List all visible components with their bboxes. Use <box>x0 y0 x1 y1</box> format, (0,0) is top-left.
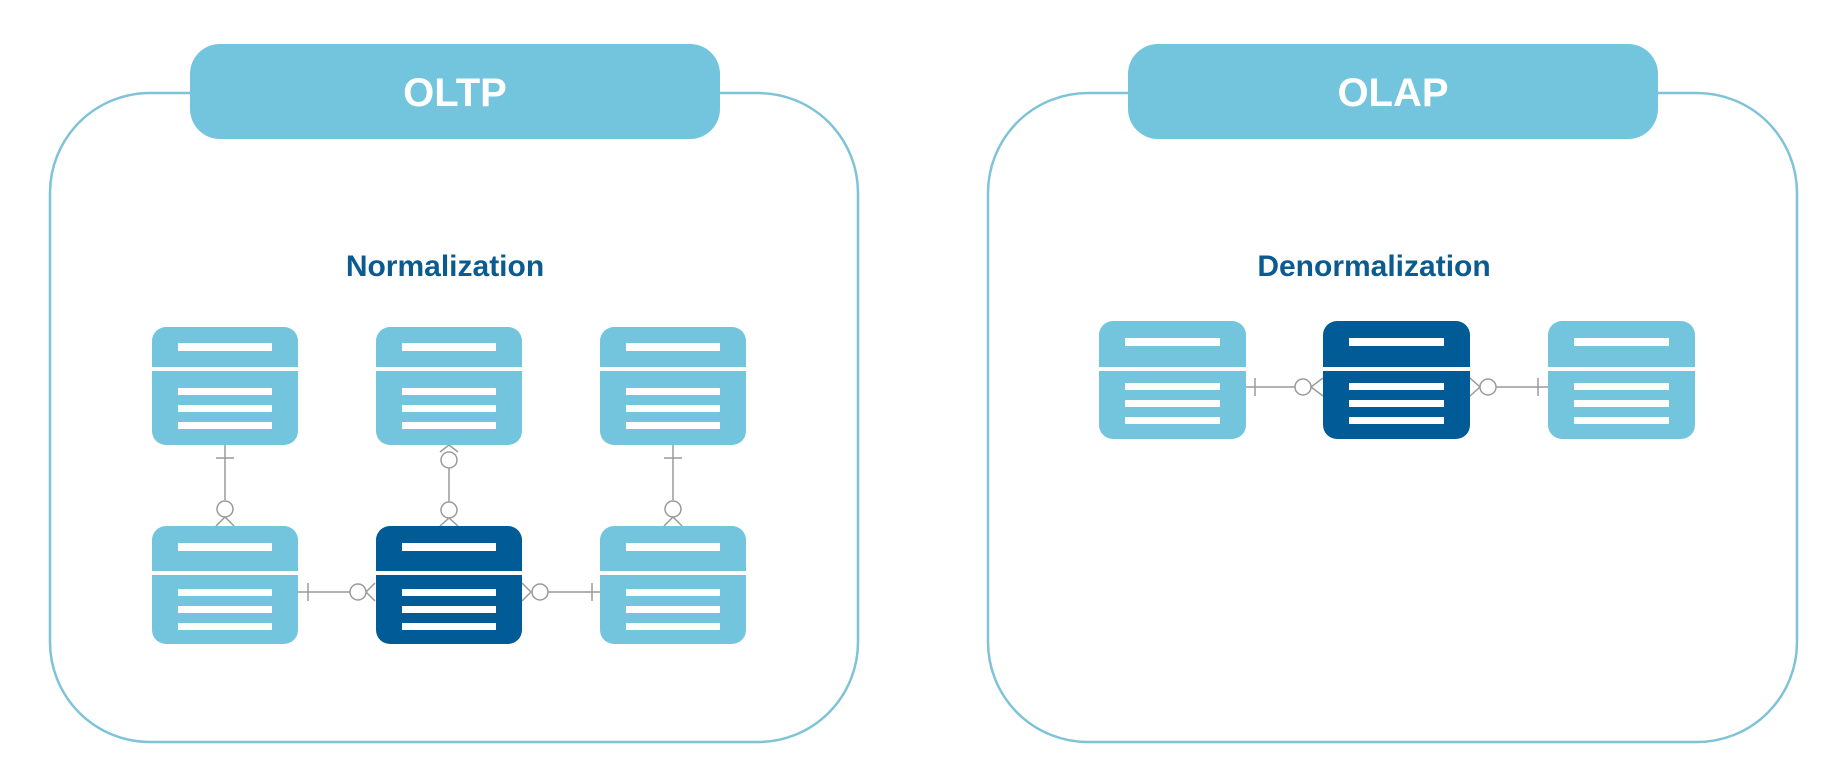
olap-panel: OLAP Denormalization <box>986 44 1799 744</box>
entity-table <box>1548 321 1695 439</box>
oltp-relation-bottom-left <box>297 582 376 602</box>
oltp-panel: OLTP Normalization <box>48 44 860 744</box>
entity-table <box>376 327 522 445</box>
oltp-relation-right <box>663 445 683 527</box>
olap-title-bar <box>1128 44 1658 139</box>
olap-relation-right <box>1469 377 1548 397</box>
oltp-title-bar <box>190 44 720 139</box>
oltp-connectors <box>215 444 683 602</box>
olap-subtitle: Denormalization <box>1257 250 1490 283</box>
olap-panel-frame <box>986 91 1799 744</box>
oltp-panel-frame <box>48 91 860 744</box>
oltp-subtitle: Normalization <box>346 250 544 283</box>
entity-table <box>152 526 298 644</box>
olap-relation-left <box>1246 377 1324 397</box>
olap-title: OLAP <box>1337 71 1448 115</box>
olap-connectors <box>1246 377 1548 397</box>
oltp-relation-middle <box>439 444 459 527</box>
entity-table <box>600 526 746 644</box>
entity-table-fact <box>1323 321 1470 439</box>
oltp-relation-left <box>215 445 235 527</box>
entity-table <box>152 327 298 445</box>
oltp-title: OLTP <box>403 71 507 115</box>
entity-table <box>600 327 746 445</box>
entity-table-fact <box>376 526 522 644</box>
oltp-relation-bottom-right <box>521 582 600 602</box>
entity-table <box>1099 321 1246 439</box>
